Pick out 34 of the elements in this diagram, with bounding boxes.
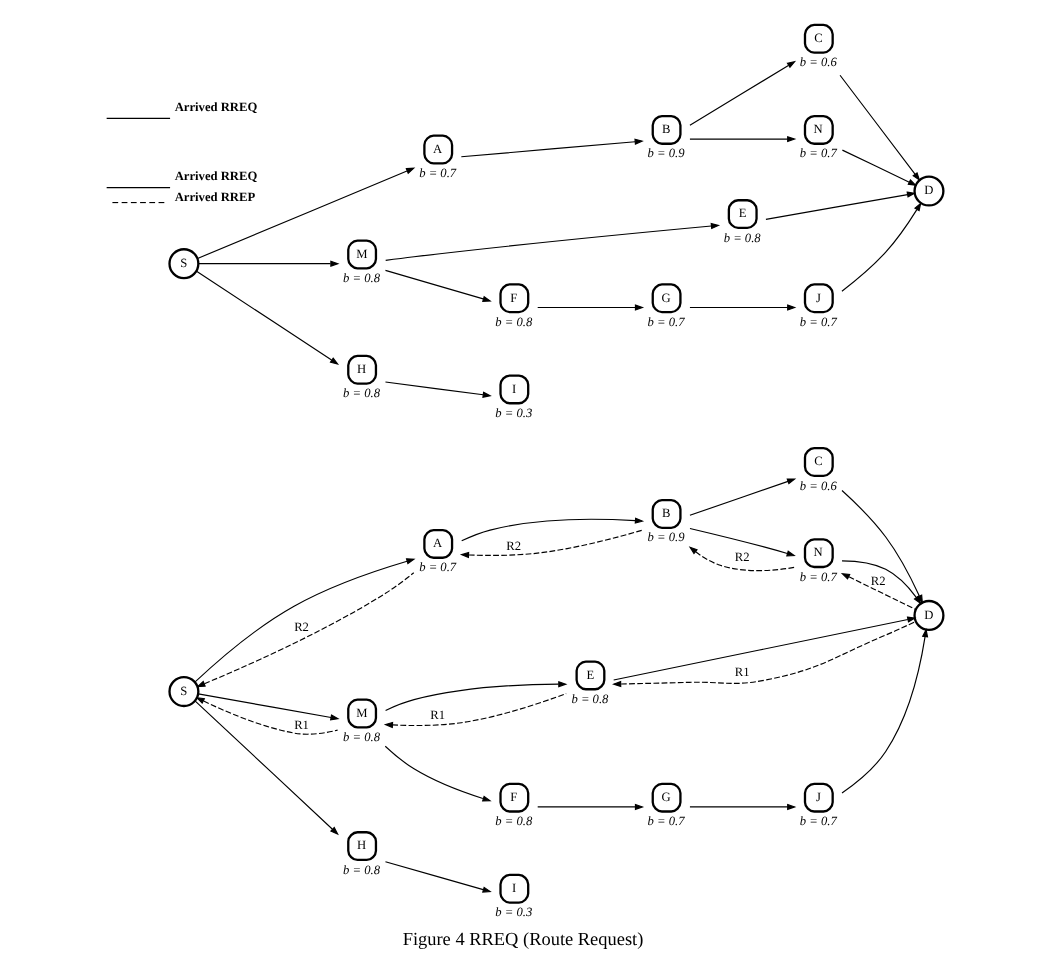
arrow bbox=[385, 222, 721, 261]
arrow bbox=[198, 260, 340, 267]
arrow bbox=[384, 381, 492, 398]
arrow bbox=[839, 74, 921, 182]
arrow bbox=[689, 527, 796, 557]
arrow bbox=[840, 572, 917, 611]
arrow bbox=[841, 201, 922, 292]
arrow bbox=[385, 680, 568, 711]
arrow bbox=[841, 149, 918, 186]
arrow bbox=[196, 572, 415, 688]
arrow bbox=[688, 546, 796, 572]
arrow bbox=[384, 861, 492, 893]
arrow bbox=[841, 628, 929, 794]
arrow bbox=[196, 167, 416, 260]
arrow bbox=[689, 478, 797, 516]
arrow bbox=[537, 803, 645, 811]
arrow bbox=[384, 269, 492, 302]
arrow bbox=[384, 745, 492, 802]
arrow bbox=[194, 558, 416, 683]
arrow bbox=[765, 191, 917, 220]
arrow bbox=[689, 304, 797, 311]
arrow bbox=[689, 803, 797, 811]
arrow bbox=[194, 700, 339, 836]
arrow bbox=[460, 138, 644, 158]
arrow bbox=[537, 304, 645, 311]
caption: Figure 4 RREQ (Route Request) bbox=[402, 928, 644, 949]
arrow bbox=[196, 270, 340, 365]
arrow bbox=[689, 60, 797, 126]
arrow bbox=[383, 693, 567, 729]
arrow bbox=[197, 693, 340, 721]
arrow bbox=[461, 517, 645, 542]
arrow bbox=[459, 529, 643, 559]
arrow bbox=[689, 135, 797, 143]
arrow bbox=[195, 697, 339, 735]
